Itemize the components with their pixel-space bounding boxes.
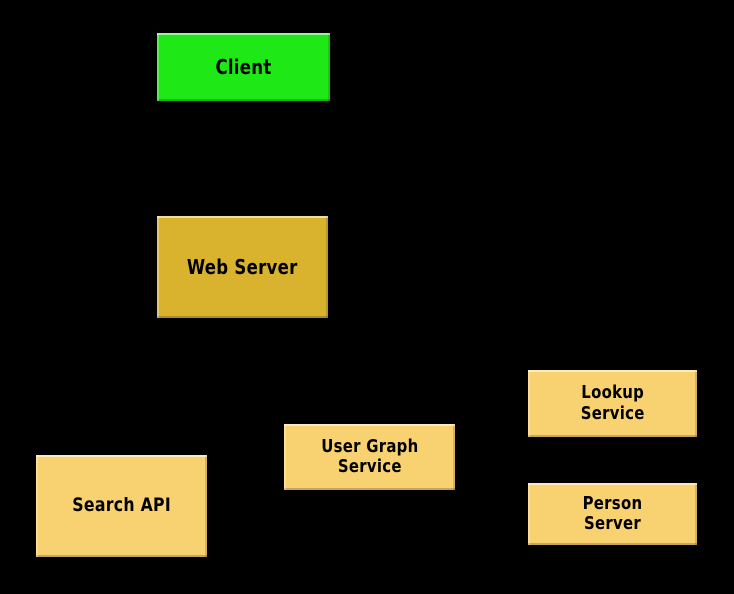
node-person-server-label: Person Server <box>582 492 643 534</box>
node-person-server[interactable]: Person Server <box>528 483 697 545</box>
node-lookup-service-label: Lookup Service <box>580 382 645 424</box>
edge-web-server-to-lookup-service <box>327 299 529 396</box>
node-search-api[interactable]: Search API <box>36 455 207 557</box>
node-user-graph-service[interactable]: User Graph Service <box>284 424 455 490</box>
edge-web-server-to-search-api <box>129 317 181 456</box>
node-web-server-label: Web Server <box>187 254 298 279</box>
node-client[interactable]: Client <box>157 33 330 101</box>
node-client-label: Client <box>215 54 272 79</box>
node-web-server[interactable]: Web Server <box>157 216 328 318</box>
edge-web-server-to-user-graph-service <box>289 317 361 425</box>
node-lookup-service[interactable]: Lookup Service <box>528 370 697 437</box>
node-search-api-label: Search API <box>72 494 171 517</box>
node-user-graph-service-label: User Graph Service <box>320 435 419 477</box>
